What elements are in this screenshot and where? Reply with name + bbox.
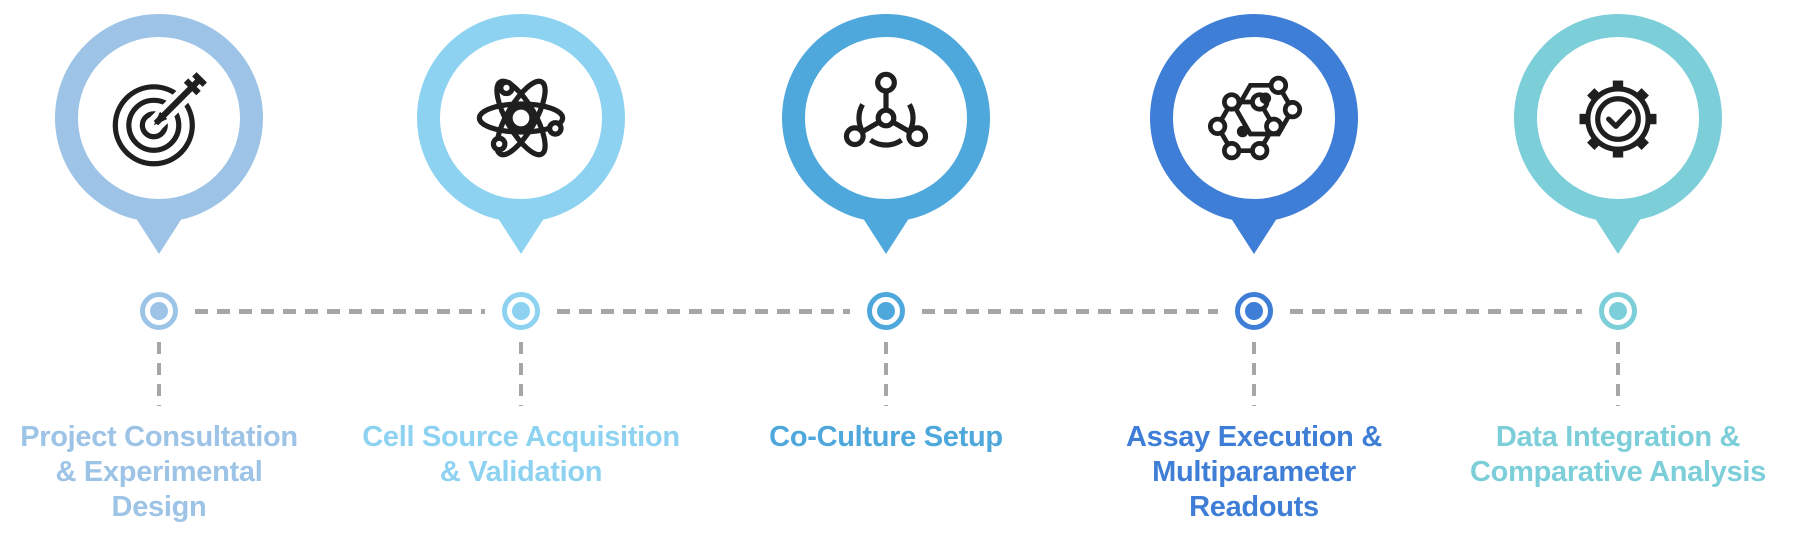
drop-line <box>1252 342 1256 406</box>
step-pin <box>1150 14 1358 222</box>
step-label: Cell Source Acquisition & Validation <box>362 421 680 488</box>
timeline-node <box>1599 292 1637 330</box>
step-cell-source-acquisition: Cell Source Acquisition & Validation <box>341 0 701 546</box>
step-pin <box>1514 14 1722 222</box>
timeline-node-dot <box>1245 302 1263 320</box>
atom-icon <box>476 78 566 158</box>
gear-check-icon <box>1579 80 1657 158</box>
step-label: Data Integration & Comparative Analysis <box>1470 421 1766 488</box>
pin-tail <box>1591 212 1645 254</box>
timeline-node-dot <box>150 302 168 320</box>
timeline-node <box>502 292 540 330</box>
drop-line <box>1616 342 1620 406</box>
step-pin <box>417 14 625 222</box>
timeline-node-dot <box>512 302 530 320</box>
step-pin <box>782 14 990 222</box>
timeline-connector <box>922 309 1218 314</box>
pin-tail <box>494 212 548 254</box>
timeline-node <box>1235 292 1273 330</box>
timeline-node <box>867 292 905 330</box>
timeline-node <box>140 292 178 330</box>
pin-tail <box>132 212 186 254</box>
timeline-connector <box>195 309 485 314</box>
drop-line <box>884 342 888 406</box>
pin-tail <box>1227 212 1281 254</box>
step-co-culture-setup: Co-Culture Setup <box>706 0 1066 546</box>
target-dart-icon <box>112 69 210 167</box>
step-pin <box>55 14 263 222</box>
drop-line <box>519 342 523 406</box>
step-label: Project Consultation & Experimental Desi… <box>20 421 298 523</box>
timeline-connector <box>1290 309 1582 314</box>
hexagon-molecule-icon <box>1207 75 1303 161</box>
timeline-node-dot <box>877 302 895 320</box>
drop-line <box>157 342 161 406</box>
pin-tail <box>859 212 913 254</box>
step-label: Assay Execution & Multiparameter Readout… <box>1126 421 1382 523</box>
timeline-node-dot <box>1609 302 1627 320</box>
step-assay-execution: Assay Execution & Multiparameter Readout… <box>1074 0 1434 546</box>
step-label: Co-Culture Setup <box>769 421 1003 453</box>
step-data-integration: Data Integration & Comparative Analysis <box>1438 0 1798 546</box>
step-project-consultation: Project Consultation & Experimental Desi… <box>0 0 339 546</box>
molecule-hub-icon <box>843 71 929 148</box>
timeline-connector <box>557 309 850 314</box>
